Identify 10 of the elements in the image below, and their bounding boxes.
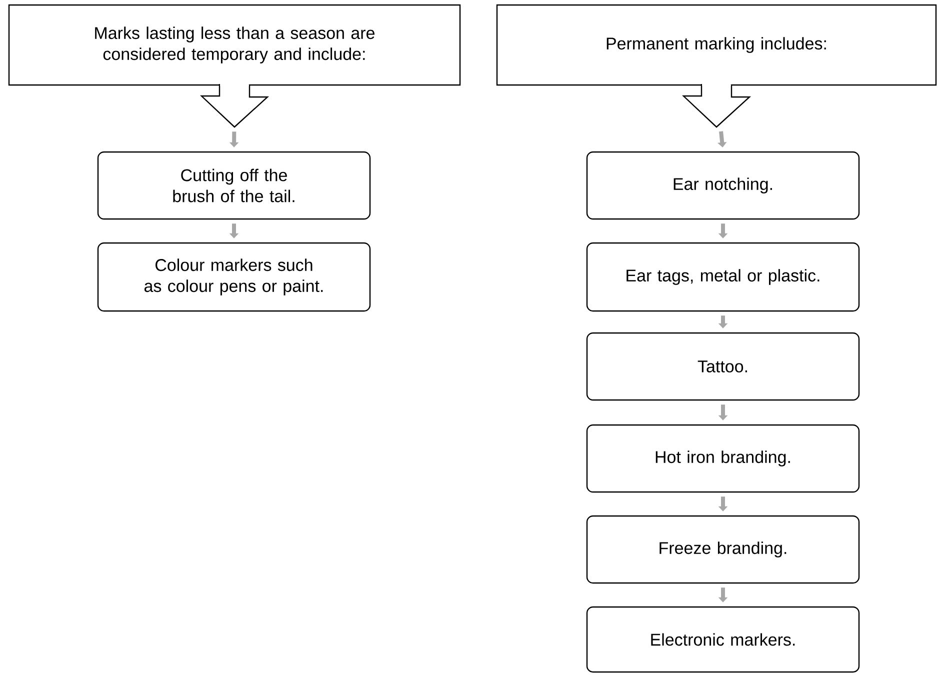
process-box: Ear tags, metal or plastic. bbox=[586, 242, 860, 312]
process-box: Freeze branding. bbox=[586, 515, 860, 584]
process-box: Hot iron branding. bbox=[586, 424, 860, 493]
process-box: Electronic markers. bbox=[586, 606, 860, 673]
callout-box: Permanent marking includes: bbox=[496, 4, 937, 128]
process-box: Colour markers such as colour pens or paint. bbox=[97, 242, 371, 312]
process-box: Ear notching. bbox=[586, 151, 860, 220]
process-box: Tattoo. bbox=[586, 332, 860, 401]
callout-box: Marks lasting less than a season are considered temporary and include: bbox=[8, 4, 461, 128]
process-box: Cutting off the brush of the tail. bbox=[97, 151, 371, 220]
